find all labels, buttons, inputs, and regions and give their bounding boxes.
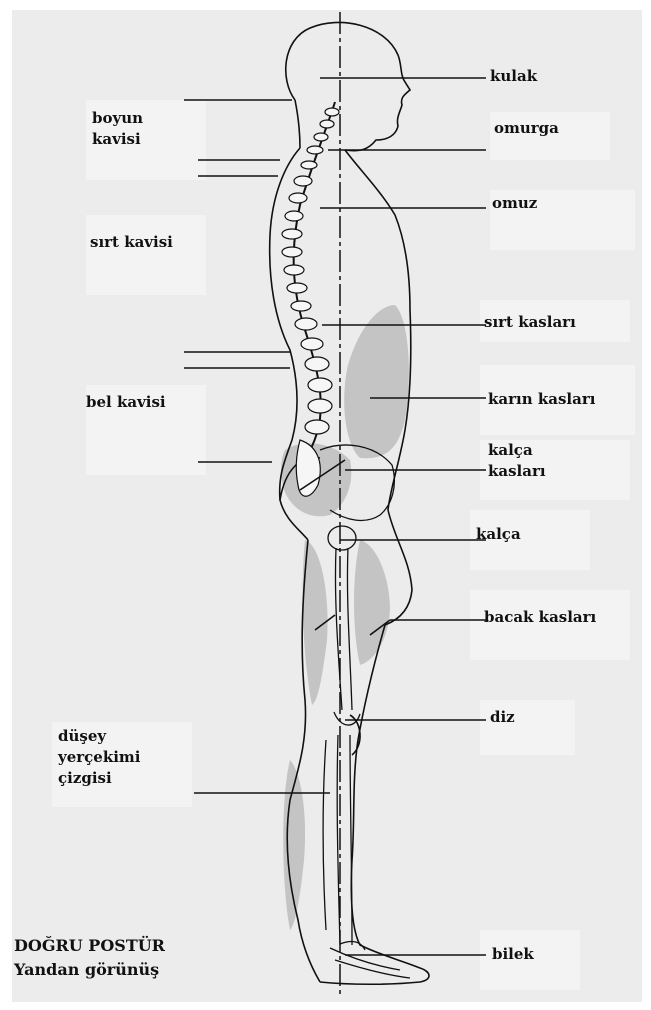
label-boyun-kavisi-line2: kavisi (92, 129, 143, 150)
label-dusey-line3: çizgisi (58, 768, 141, 789)
label-sirt-kaslari: sırt kasları (484, 312, 576, 333)
label-diz: diz (490, 707, 515, 728)
knee-joint (334, 712, 360, 725)
femur (335, 548, 352, 710)
neck-back (295, 100, 300, 148)
label-kalca-kaslari: kalça kasları (488, 440, 546, 482)
skeleton-lower (320, 445, 410, 978)
fibula (323, 740, 326, 930)
caption-subtitle: Yandan görünüş (14, 958, 165, 982)
label-kalca: kalça (476, 524, 521, 545)
caption-title: DOĞRU POSTÜR (14, 934, 165, 958)
hip-joint (328, 526, 356, 550)
label-dusey-line1: düşey (58, 726, 141, 747)
label-karin-kaslari: karın kasları (488, 389, 595, 410)
label-boyun-kavisi: boyun kavisi (92, 108, 143, 150)
abdominal-muscles-shade (344, 305, 409, 458)
label-omurga: omurga (494, 118, 559, 139)
head-outline (286, 22, 410, 150)
label-dusey-yercekimi: düşey yerçekimi çizgisi (58, 726, 141, 789)
label-kalca-kaslari-line2: kasları (488, 461, 546, 482)
label-sirt-kavisi: sırt kavisi (90, 232, 173, 253)
label-dusey-line2: yerçekimi (58, 747, 141, 768)
front-leg-outline (320, 625, 429, 984)
label-bilek: bilek (492, 944, 534, 965)
label-kulak: kulak (490, 66, 537, 87)
label-omuz: omuz (492, 193, 537, 214)
front-thigh-shade (354, 540, 390, 665)
label-bel-kavisi: bel kavisi (86, 392, 166, 413)
label-kalca-kaslari-line1: kalça (488, 440, 546, 461)
diagram-caption: DOĞRU POSTÜR Yandan görünüş (14, 934, 165, 982)
label-boyun-kavisi-line1: boyun (92, 108, 143, 129)
label-bacak-kaslari: bacak kasları (484, 607, 596, 628)
leader-lines (184, 78, 486, 955)
